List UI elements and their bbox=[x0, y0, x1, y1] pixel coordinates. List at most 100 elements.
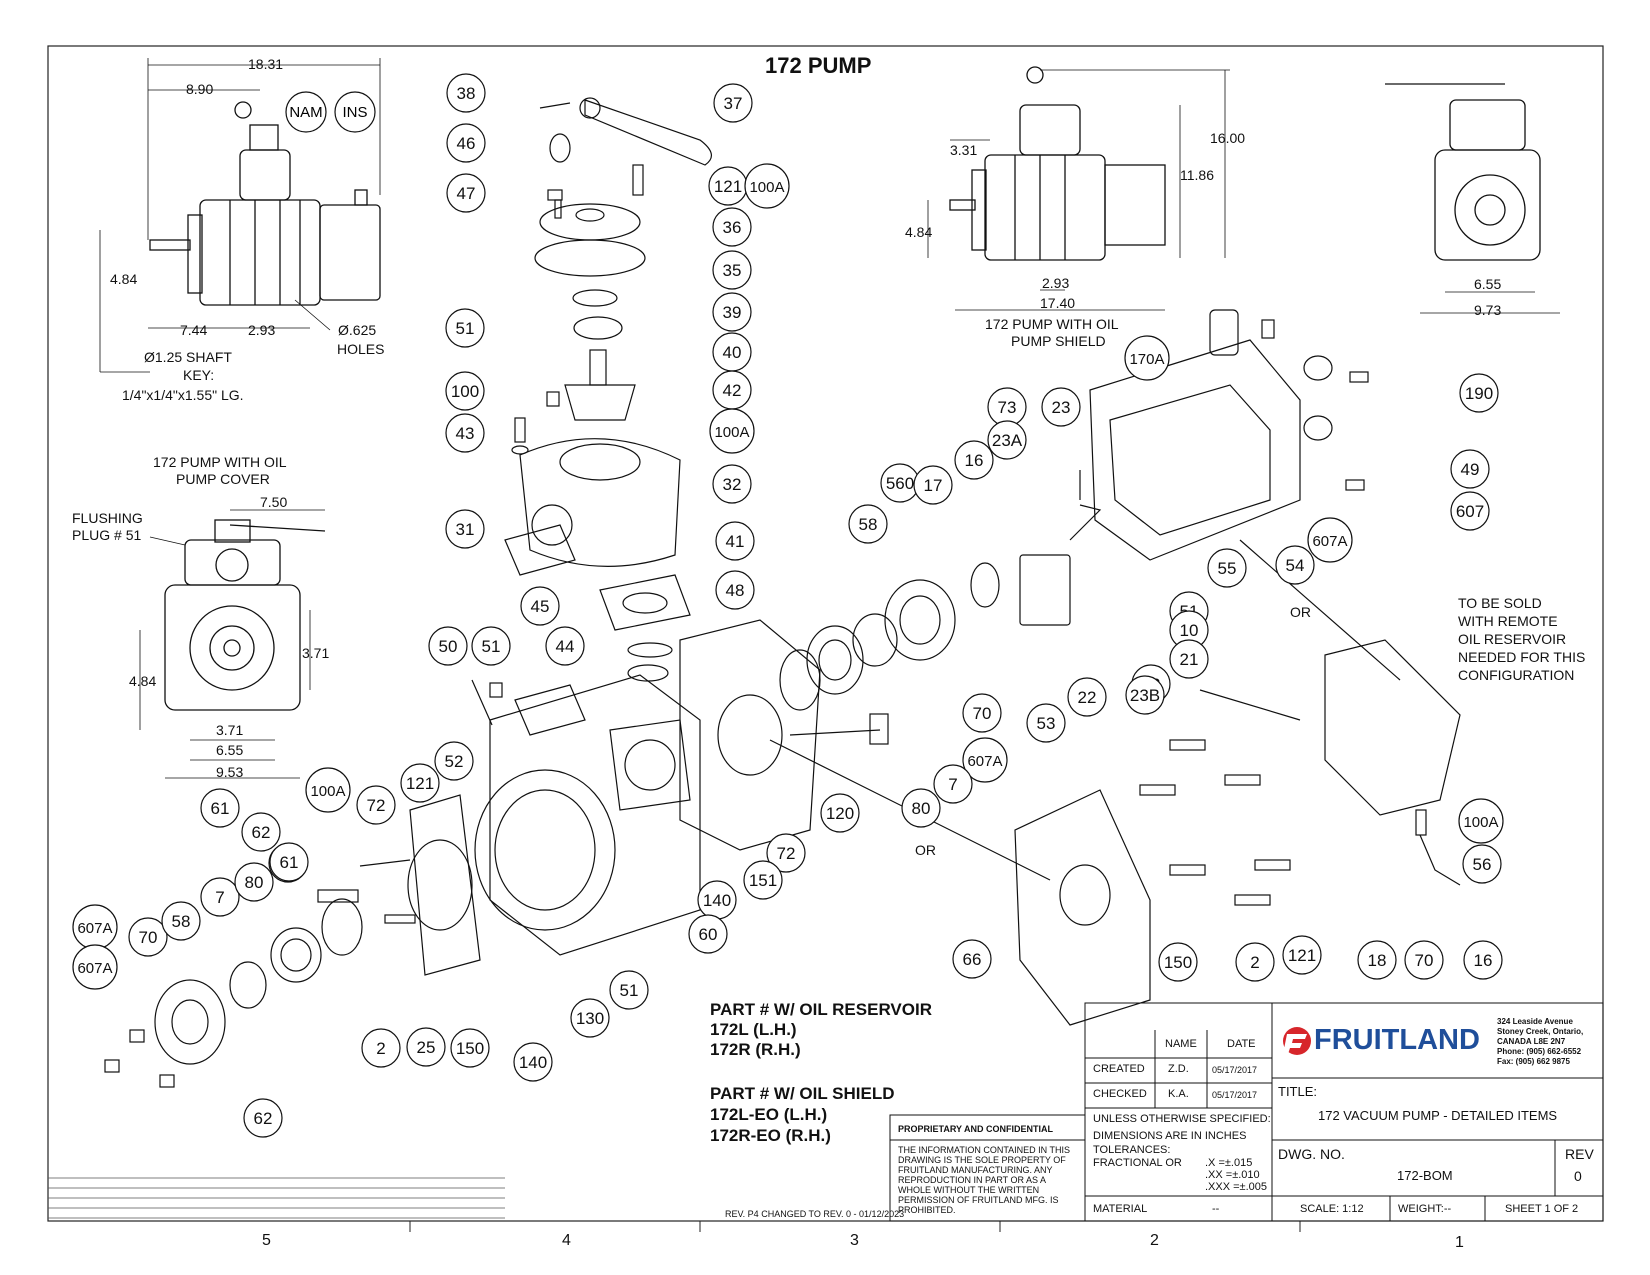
balloon-label: 23A bbox=[992, 431, 1023, 450]
balloon-607A: 607A bbox=[962, 737, 1008, 783]
balloon-100A: 100A bbox=[305, 767, 351, 813]
balloon-140: 140 bbox=[697, 880, 737, 920]
balloon-58: 58 bbox=[161, 901, 201, 941]
balloon-label: 43 bbox=[456, 424, 475, 443]
balloon-2: 2 bbox=[1235, 942, 1275, 982]
balloon-80: 80 bbox=[901, 788, 941, 828]
company-address: CANADA L8E 2N7 bbox=[1497, 1037, 1566, 1046]
dim-16-00: 16.00 bbox=[1210, 130, 1246, 146]
oil-cover-title-1: 172 PUMP WITH OIL bbox=[153, 454, 287, 470]
balloon-label: 70 bbox=[973, 704, 992, 723]
balloon-31: 31 bbox=[445, 509, 485, 549]
balloon-120: 120 bbox=[820, 793, 860, 833]
balloon-16: 16 bbox=[1463, 940, 1503, 980]
balloon-label: 50 bbox=[439, 637, 458, 656]
balloon-label: 60 bbox=[699, 925, 718, 944]
dim-6-55-h: 6.55 bbox=[216, 742, 244, 758]
balloon-label: 51 bbox=[456, 319, 475, 338]
balloon-label: 130 bbox=[576, 1009, 604, 1028]
company-address: 324 Leaside Avenue bbox=[1497, 1017, 1573, 1026]
zone-number: 1 bbox=[1455, 1234, 1464, 1251]
balloon-label: 607A bbox=[967, 753, 1002, 770]
dim-9-53-h: 9.53 bbox=[216, 764, 244, 780]
balloon-label: 150 bbox=[456, 1039, 484, 1058]
balloon-10: 10 bbox=[1169, 610, 1209, 650]
balloon-18: 18 bbox=[1357, 940, 1397, 980]
company-address: Fax: (905) 662 9875 bbox=[1497, 1057, 1570, 1066]
tb-sheet: SHEET 1 OF 2 bbox=[1505, 1203, 1579, 1215]
balloon-66: 66 bbox=[952, 939, 992, 979]
remote-note-3: OIL RESERVOIR bbox=[1458, 631, 1567, 647]
balloon-label: 10 bbox=[1180, 621, 1199, 640]
tb-rev-value: 0 bbox=[1574, 1168, 1582, 1184]
tb-checked-name: K.A. bbox=[1168, 1088, 1189, 1100]
balloon-72: 72 bbox=[356, 785, 396, 825]
balloon-label: 150 bbox=[1164, 953, 1192, 972]
balloon-label: 17 bbox=[924, 476, 943, 495]
balloon-label: 51 bbox=[482, 637, 501, 656]
dim-2-93-shield: 2.93 bbox=[1042, 275, 1070, 291]
exploded-view-parts bbox=[104, 97, 1461, 1088]
balloon-label: 46 bbox=[457, 134, 476, 153]
balloon-170A: 170A bbox=[1124, 335, 1170, 381]
zone-number: 5 bbox=[262, 1232, 271, 1249]
balloon-55: 55 bbox=[1207, 548, 1247, 588]
balloon-48: 48 bbox=[715, 570, 755, 610]
dim-4-84-shield: 4.84 bbox=[905, 224, 933, 240]
balloon-label: 7 bbox=[215, 888, 224, 907]
proprietary-line: PERMISSION OF FRUITLAND MFG. IS bbox=[898, 1195, 1059, 1205]
balloon-label: 54 bbox=[1286, 556, 1305, 575]
proprietary-line: PROHIBITED. bbox=[898, 1205, 956, 1215]
dimension-lines-left-top bbox=[99, 58, 381, 373]
balloon-label: 39 bbox=[723, 303, 742, 322]
balloon-label: 100A bbox=[1463, 814, 1498, 831]
tb-col-name: NAME bbox=[1165, 1038, 1197, 1050]
balloon-41: 41 bbox=[715, 521, 755, 561]
dim-17-40: 17.40 bbox=[1040, 295, 1076, 311]
balloon-50: 50 bbox=[428, 626, 468, 666]
balloon-45: 45 bbox=[520, 586, 560, 626]
balloon-label: 100A bbox=[714, 424, 749, 441]
balloon-label: 42 bbox=[723, 381, 742, 400]
balloon-label: 140 bbox=[703, 891, 731, 910]
balloon-51: 51 bbox=[609, 970, 649, 1010]
balloon-100A: 100A bbox=[709, 408, 755, 454]
balloon-label: 2 bbox=[376, 1039, 385, 1058]
dim-4-84-v: 4.84 bbox=[129, 673, 157, 689]
balloon-label: 2 bbox=[1250, 953, 1259, 972]
balloon-label: 56 bbox=[1473, 855, 1492, 874]
balloon-label: 44 bbox=[556, 637, 575, 656]
balloon-72: 72 bbox=[766, 833, 806, 873]
dim-4-84: 4.84 bbox=[110, 271, 138, 287]
balloon-25: 25 bbox=[406, 1027, 446, 1067]
balloon-label: 61 bbox=[280, 853, 299, 872]
balloon-label: 51 bbox=[620, 981, 639, 1000]
balloon-61: 61 bbox=[269, 842, 309, 882]
tb-weight: WEIGHT:-- bbox=[1398, 1203, 1452, 1215]
balloon-21: 21 bbox=[1169, 639, 1209, 679]
oil-shield-title-2: PUMP SHIELD bbox=[1011, 333, 1106, 349]
key-size-label: 1/4"x1/4"x1.55" LG. bbox=[122, 387, 244, 403]
flushing-label-1: FLUSHING bbox=[72, 510, 143, 526]
reservoir-rh: 172R (R.H.) bbox=[710, 1040, 801, 1059]
balloon-label: 49 bbox=[1461, 460, 1480, 479]
balloon-80: 80 bbox=[234, 862, 274, 902]
balloon-label: 140 bbox=[519, 1053, 547, 1072]
balloon-label: 100A bbox=[749, 179, 784, 196]
balloon-46: 46 bbox=[446, 123, 486, 163]
balloon-label: 25 bbox=[417, 1038, 436, 1057]
balloon-47: 47 bbox=[446, 173, 486, 213]
balloon-51: 51 bbox=[445, 308, 485, 348]
balloon-37: 37 bbox=[713, 83, 753, 123]
balloon-label: 21 bbox=[1180, 650, 1199, 669]
balloon-36: 36 bbox=[712, 207, 752, 247]
balloon-190: 190 bbox=[1459, 373, 1499, 413]
balloon-62: 62 bbox=[243, 1098, 283, 1138]
remote-note-5: CONFIGURATION bbox=[1458, 667, 1575, 683]
shield-header: PART # W/ OIL SHIELD bbox=[710, 1084, 895, 1103]
oil-cover-title-2: PUMP COVER bbox=[176, 471, 270, 487]
balloon-7: 7 bbox=[933, 764, 973, 804]
callout-ins: INS bbox=[334, 91, 376, 133]
